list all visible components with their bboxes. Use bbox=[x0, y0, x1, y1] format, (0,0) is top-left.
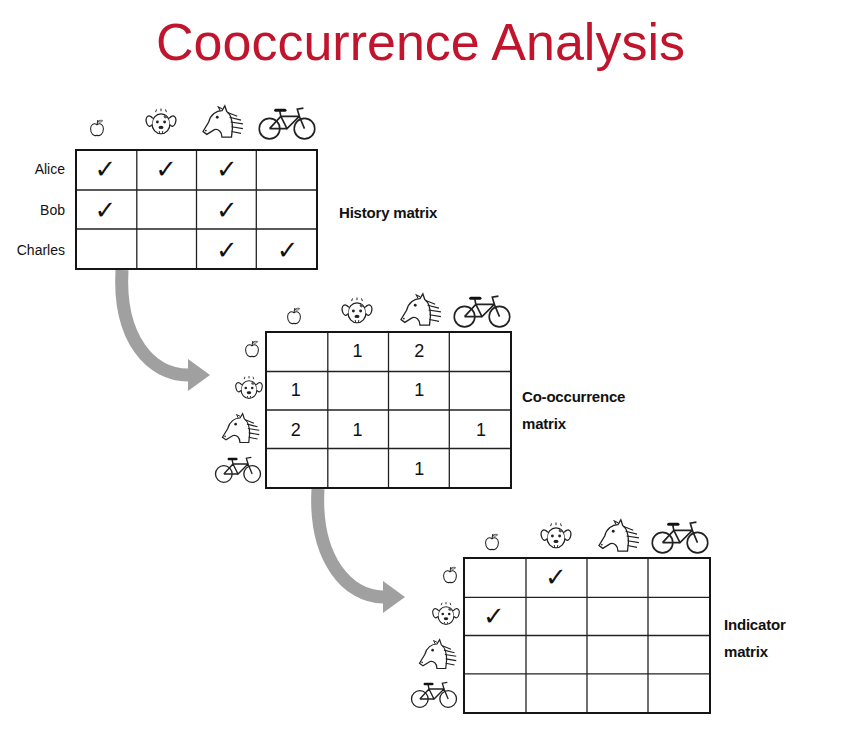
cooccurrence-count: 1 bbox=[353, 419, 363, 441]
check-mark: ✓ bbox=[94, 154, 116, 184]
cooccurrence-count: 1 bbox=[414, 379, 424, 401]
grid-line bbox=[465, 673, 709, 674]
cooccurrence-count: 1 bbox=[476, 419, 486, 441]
flow-arrow bbox=[318, 489, 405, 613]
grid-line bbox=[267, 448, 510, 449]
matrix-block: Indicator matrix bbox=[405, 514, 711, 714]
grid-line bbox=[196, 151, 197, 268]
matrix-heading: Co-occurrence matrix bbox=[522, 383, 657, 437]
grid-line bbox=[136, 151, 137, 268]
row-label: Alice bbox=[35, 160, 65, 178]
matrix-heading: Indicator matrix bbox=[724, 611, 824, 665]
flow-arrow bbox=[122, 270, 210, 391]
arrow-head bbox=[188, 359, 210, 391]
cooccurrence-count: 1 bbox=[291, 379, 301, 401]
check-mark: ✓ bbox=[94, 195, 116, 225]
grid-lines bbox=[465, 559, 709, 712]
cooccurrence-column-icons bbox=[288, 294, 510, 327]
check-mark: ✓ bbox=[545, 562, 567, 592]
arrow-head bbox=[383, 581, 405, 613]
matrix-grid bbox=[265, 331, 512, 489]
cooccurrence-count: 1 bbox=[414, 458, 424, 480]
cooccurrence-count: 1 bbox=[353, 340, 363, 362]
grid-lines bbox=[267, 333, 510, 487]
page-title: Cooccurrence Analysis bbox=[0, 12, 841, 72]
grid-line bbox=[77, 189, 316, 190]
grid-line bbox=[465, 597, 709, 598]
check-mark: ✓ bbox=[216, 235, 238, 265]
matrix-grid bbox=[463, 557, 711, 714]
grid-line bbox=[465, 635, 709, 636]
indicator-column-icons bbox=[486, 520, 708, 553]
indicator-row-icons bbox=[412, 567, 460, 707]
matrix-block: History matrix bbox=[22, 100, 318, 270]
arrow-shaft bbox=[318, 489, 383, 597]
row-label: Bob bbox=[40, 201, 65, 219]
check-mark: ✓ bbox=[483, 601, 505, 631]
grid-line bbox=[256, 151, 257, 268]
cooccurrence-row-icons bbox=[216, 341, 263, 482]
check-mark: ✓ bbox=[277, 235, 299, 265]
cooccurrence-count: 2 bbox=[291, 419, 301, 441]
grid-line bbox=[267, 371, 510, 372]
row-label: Charles bbox=[17, 241, 65, 259]
grid-line bbox=[77, 228, 316, 229]
arrow-shaft bbox=[122, 270, 188, 375]
grid-line bbox=[267, 409, 510, 410]
check-mark: ✓ bbox=[155, 154, 177, 184]
check-mark: ✓ bbox=[216, 195, 238, 225]
matrix-block: Co-occurrence matrix bbox=[210, 290, 512, 489]
matrix-heading: History matrix bbox=[339, 199, 437, 226]
cooccurrence-count: 2 bbox=[414, 340, 424, 362]
check-mark: ✓ bbox=[216, 154, 238, 184]
history-column-icons bbox=[91, 106, 315, 139]
